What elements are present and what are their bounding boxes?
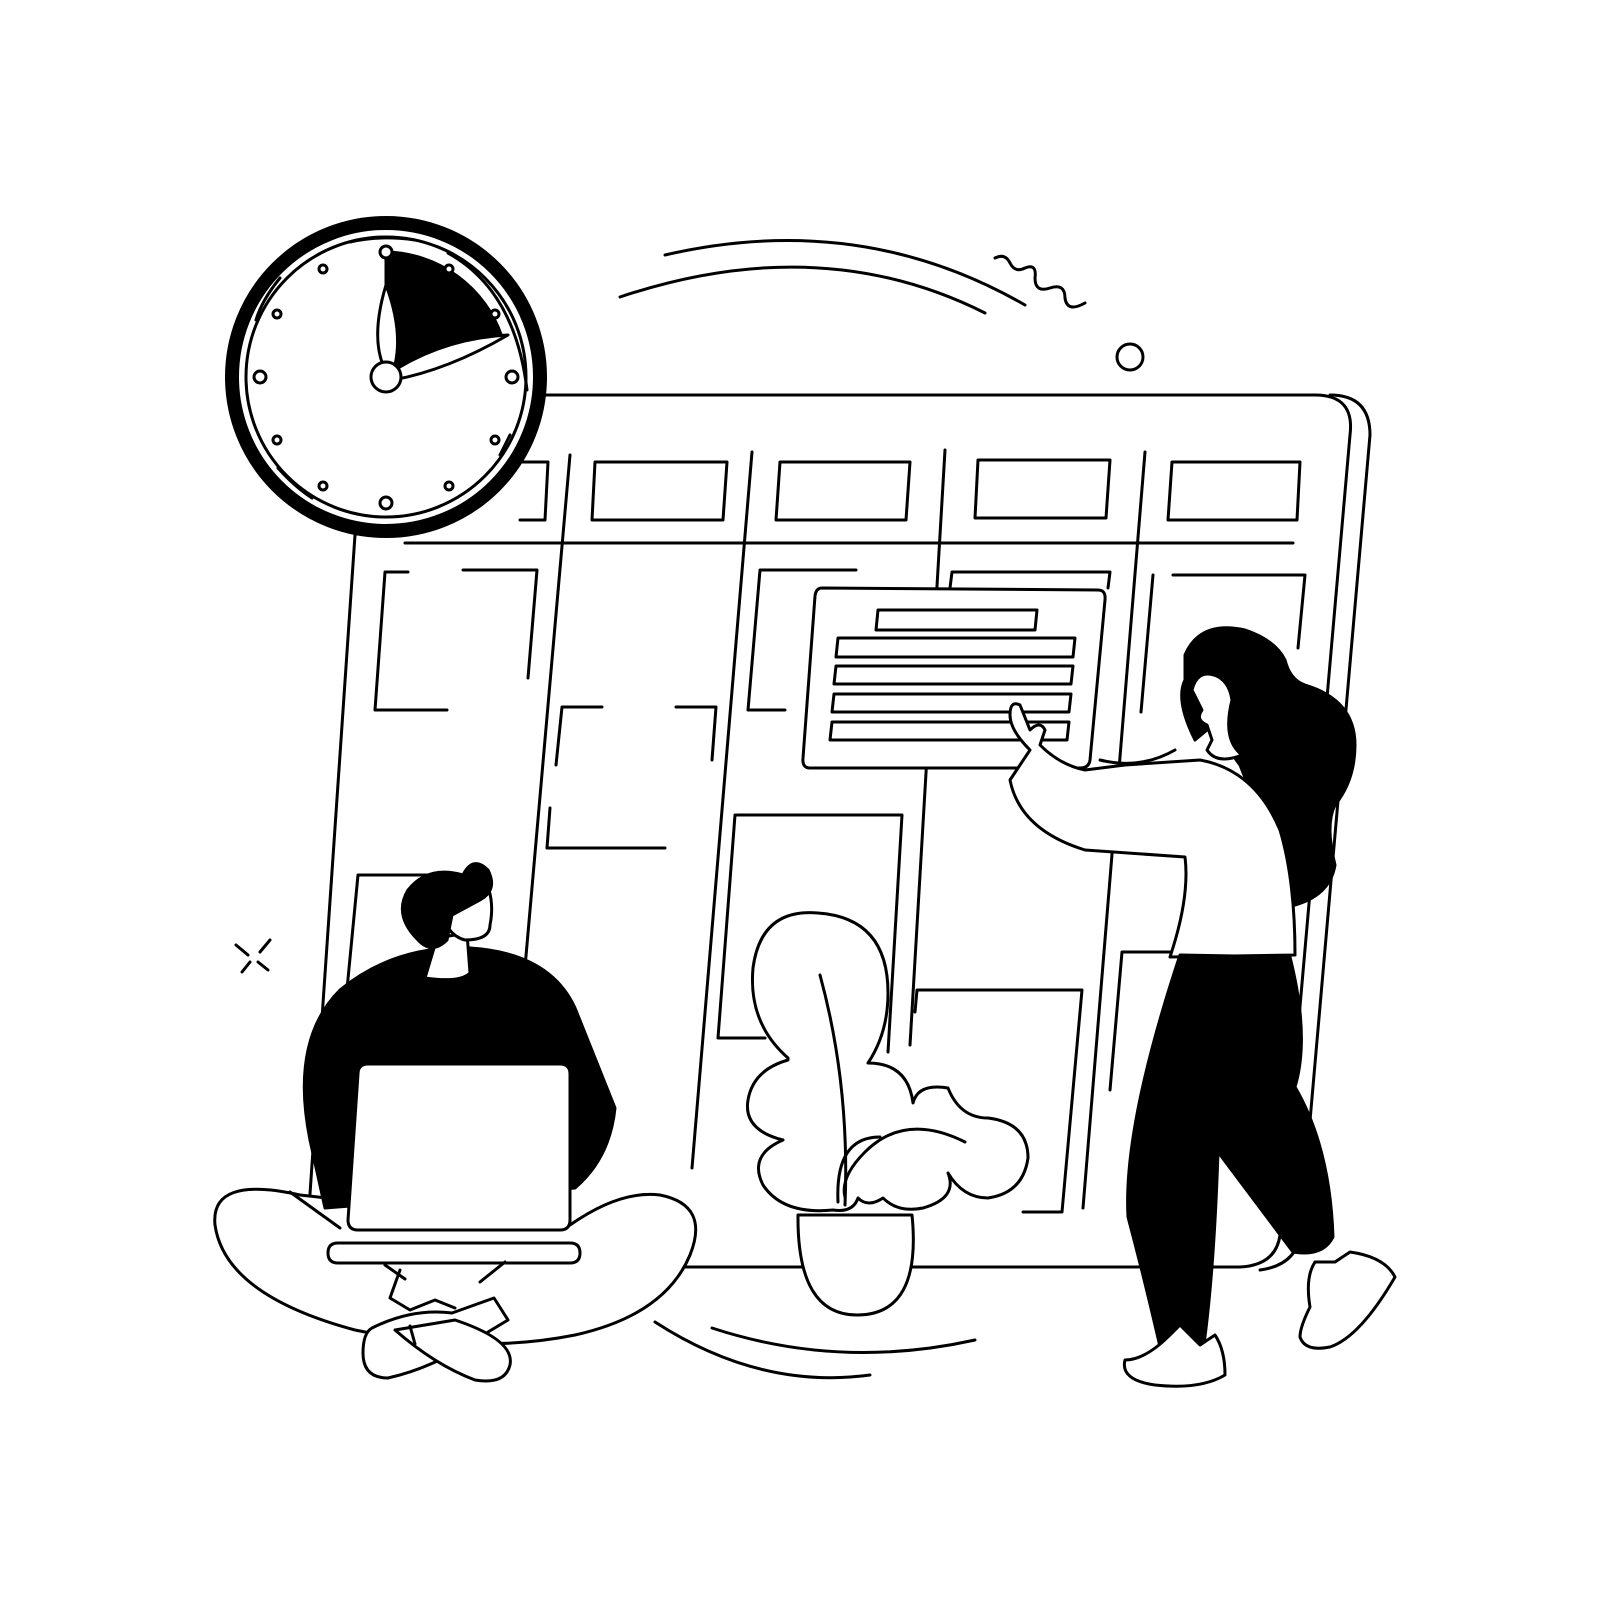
board-task-cards: [343, 568, 1307, 1214]
person-with-card: [1008, 626, 1397, 1388]
person-with-laptop: [213, 862, 698, 1383]
clock-icon: [225, 216, 547, 538]
clock-ticks: [252, 244, 520, 511]
plant-icon: [745, 911, 1030, 1317]
task-card-icon: [801, 586, 1107, 770]
decorative-arcs: [618, 239, 1145, 1380]
board-header-slots: [518, 458, 1302, 522]
sparkle-icon: [234, 938, 272, 974]
